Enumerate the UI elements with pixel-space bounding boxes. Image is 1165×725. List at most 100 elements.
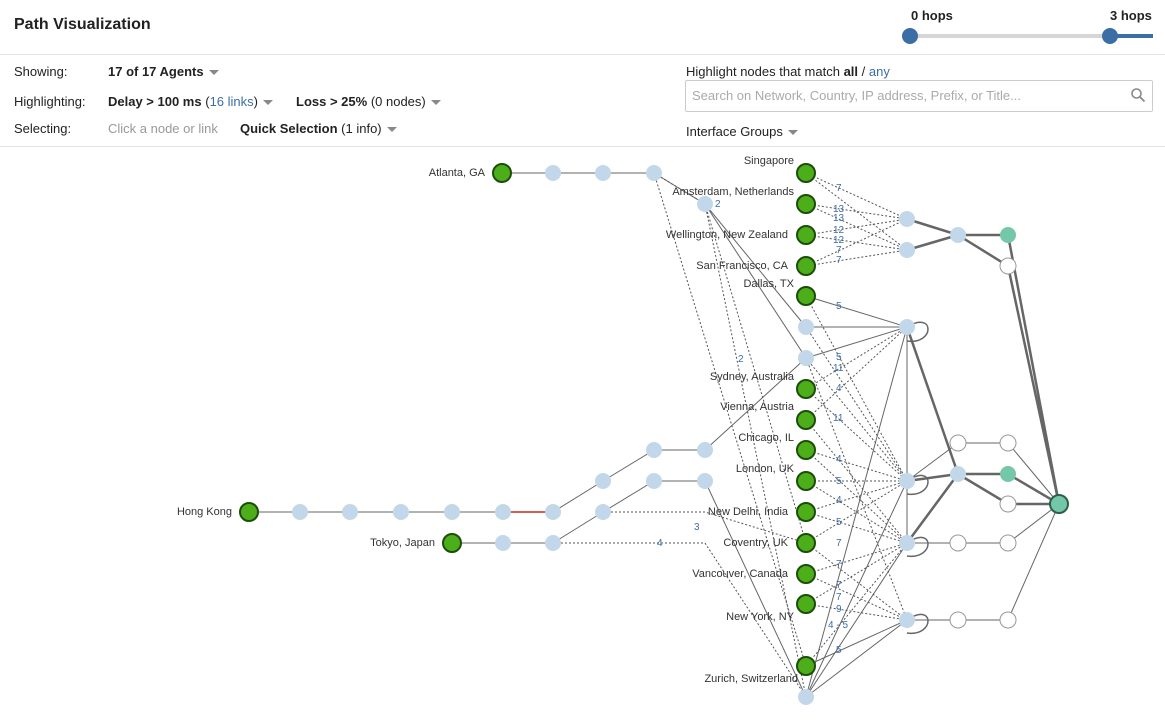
unknown-hop-node[interactable] [949, 534, 967, 552]
hop-node[interactable] [646, 473, 662, 489]
hop-node[interactable] [495, 504, 511, 520]
link-label[interactable]: 7 [836, 183, 842, 194]
hop-node[interactable] [950, 466, 966, 482]
hop-node[interactable] [342, 504, 358, 520]
search-icon[interactable] [1130, 87, 1146, 108]
hops-slider-min-handle[interactable] [902, 28, 918, 44]
teal-hop-node[interactable] [1000, 466, 1016, 482]
agent-node-vienna[interactable] [796, 410, 816, 430]
hop-node[interactable] [393, 504, 409, 520]
agent-node-wellington[interactable] [796, 225, 816, 245]
agent-node-newyork[interactable] [796, 594, 816, 614]
agent-node-dallas[interactable] [796, 286, 816, 306]
link-label[interactable]: 5 [836, 645, 842, 656]
delay-filter-dropdown[interactable]: Delay > 100 ms (16 links) [108, 94, 273, 109]
link-label[interactable]: 3 [694, 522, 700, 533]
agent-node-coventry[interactable] [796, 533, 816, 553]
highlighting-label: Highlighting: [14, 94, 86, 109]
agent-node-sanfrancisco[interactable] [796, 256, 816, 276]
agent-node-sydney[interactable] [796, 379, 816, 399]
link-label[interactable]: 9 [836, 604, 842, 615]
agent-node-amsterdam[interactable] [796, 194, 816, 214]
link-label[interactable]: 4 - 5 [828, 620, 848, 631]
hop-node[interactable] [495, 535, 511, 551]
link-label[interactable]: 12 [833, 225, 845, 236]
unknown-hop-node[interactable] [999, 257, 1017, 275]
link-label[interactable]: 7 [836, 559, 842, 570]
node-search-input[interactable] [686, 81, 1128, 109]
path-visualization-graph[interactable]: 2 2 3 4 7 13 13 12 12 7 7 5 5 11 4 11 4 … [0, 147, 1165, 725]
agent-node-atlanta[interactable] [492, 163, 512, 183]
agent-node-singapore[interactable] [796, 163, 816, 183]
link-label[interactable]: 4 [836, 495, 842, 506]
link-label[interactable]: 4 [657, 538, 663, 549]
link-label[interactable]: 11 [833, 363, 844, 374]
chevron-down-icon [386, 127, 397, 133]
link-label[interactable]: 5 [836, 476, 842, 487]
hop-node[interactable] [899, 535, 915, 551]
quick-selection-dropdown[interactable]: Quick Selection (1 info) [240, 121, 397, 136]
link-label[interactable]: 7 [836, 592, 842, 603]
hop-node[interactable] [292, 504, 308, 520]
link-label[interactable]: 4 [836, 454, 842, 465]
agent-node-vancouver[interactable] [796, 564, 816, 584]
hops-slider-track[interactable] [910, 34, 1153, 38]
destination-node[interactable] [1049, 494, 1069, 514]
link-label[interactable]: 13 [833, 213, 845, 224]
hop-node[interactable] [595, 504, 611, 520]
hops-slider-max-handle[interactable] [1102, 28, 1118, 44]
link-label[interactable]: 5 [836, 301, 842, 312]
hop-node[interactable] [899, 473, 915, 489]
link-label[interactable]: 12 [833, 235, 845, 246]
interface-groups-dropdown[interactable]: Interface Groups [686, 124, 798, 139]
hop-node[interactable] [595, 473, 611, 489]
unknown-hop-node[interactable] [999, 534, 1017, 552]
link-label[interactable]: 2 [738, 354, 744, 365]
hop-node[interactable] [950, 227, 966, 243]
agent-node-chicago[interactable] [796, 440, 816, 460]
hop-node[interactable] [697, 442, 713, 458]
link-label[interactable]: 2 [715, 199, 721, 210]
unknown-hop-node[interactable] [999, 611, 1017, 629]
unknown-hop-node[interactable] [949, 611, 967, 629]
link-label[interactable]: 5 [836, 352, 842, 363]
hop-node[interactable] [646, 442, 662, 458]
hop-node[interactable] [899, 242, 915, 258]
link-label[interactable]: 7 [836, 580, 842, 591]
hop-node[interactable] [697, 196, 713, 212]
hop-node[interactable] [545, 504, 561, 520]
link-label[interactable]: 7 [836, 538, 842, 549]
hop-node[interactable] [545, 165, 561, 181]
hop-node[interactable] [798, 350, 814, 366]
agent-node-newdelhi[interactable] [796, 502, 816, 522]
match-all-toggle[interactable]: all [843, 64, 859, 79]
agent-node-tokyo[interactable] [442, 533, 462, 553]
loss-filter-dropdown[interactable]: Loss > 25% (0 nodes) [296, 94, 441, 109]
hop-node[interactable] [798, 319, 814, 335]
link-label[interactable]: 5 [836, 517, 842, 528]
link-label[interactable]: 13 [833, 204, 845, 215]
agent-node-hongkong[interactable] [239, 502, 259, 522]
link-label[interactable]: 7 [836, 245, 842, 256]
hop-node[interactable] [899, 612, 915, 628]
link-label[interactable]: 4 [836, 383, 842, 394]
unknown-hop-node[interactable] [949, 434, 967, 452]
hop-node[interactable] [798, 689, 814, 705]
agent-node-zurich[interactable] [796, 656, 816, 676]
hop-node[interactable] [595, 165, 611, 181]
hop-node[interactable] [444, 504, 460, 520]
delay-links-link[interactable]: 16 links [209, 94, 254, 109]
hop-node[interactable] [545, 535, 561, 551]
match-any-toggle[interactable]: any [868, 64, 890, 79]
hop-node[interactable] [697, 473, 713, 489]
hop-node[interactable] [646, 165, 662, 181]
unknown-hop-node[interactable] [999, 434, 1017, 452]
hop-node[interactable] [899, 211, 915, 227]
agent-node-london[interactable] [796, 471, 816, 491]
teal-hop-node[interactable] [1000, 227, 1016, 243]
link-label[interactable]: 11 [833, 413, 844, 424]
unknown-hop-node[interactable] [999, 495, 1017, 513]
link-label[interactable]: 7 [836, 255, 842, 266]
hop-node[interactable] [899, 319, 915, 335]
showing-dropdown[interactable]: 17 of 17 Agents [108, 64, 219, 79]
